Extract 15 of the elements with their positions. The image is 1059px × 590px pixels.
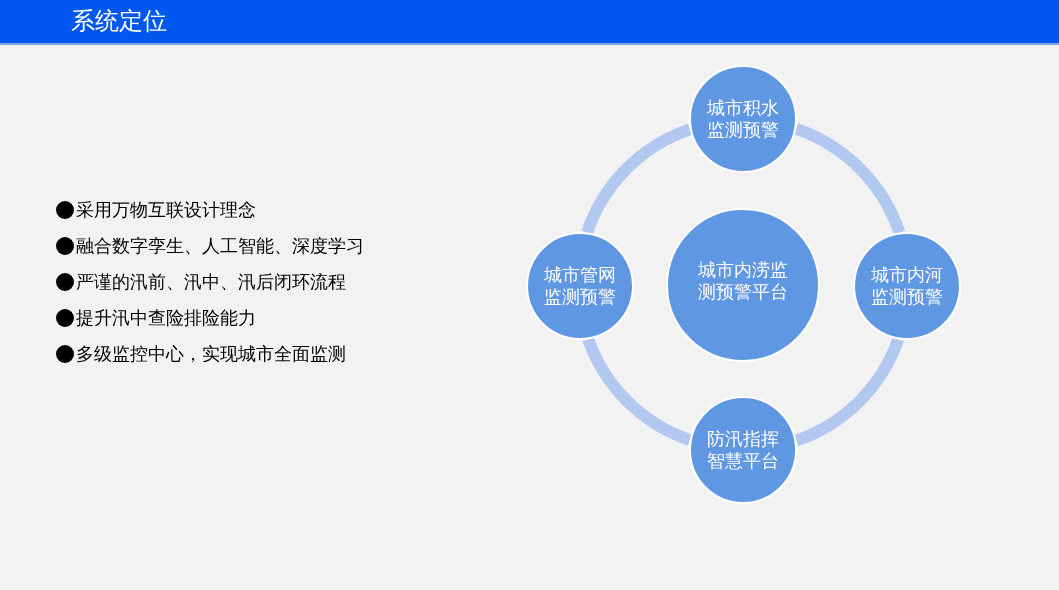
bullet-text: 采用万物互联设计理念 — [76, 198, 256, 222]
circle-label: 防汛指挥智慧平台 — [706, 428, 780, 472]
bullet-text: 融合数字孪生、人工智能、深度学习 — [76, 234, 364, 258]
bullet-text: 多级监控中心，实现城市全面监测 — [76, 342, 346, 366]
circle-label: 城市内河监测预警 — [870, 264, 944, 308]
bullet-text: 提升汛中查险排险能力 — [76, 306, 256, 330]
circle-label: 城市管网监测预警 — [543, 264, 617, 308]
circle-label: 城市内涝监测预警平台 — [697, 259, 789, 303]
page-title: 系统定位 — [71, 6, 167, 37]
ring-arc-connector — [582, 336, 693, 446]
ring-arc-connector — [794, 123, 906, 235]
ring-arc-connector — [581, 123, 692, 235]
ring-arc-connector — [793, 336, 904, 447]
circle-label: 城市积水监测预警 — [706, 97, 780, 141]
bullet-text: 严谨的汛前、汛中、汛后闭环流程 — [76, 270, 346, 294]
